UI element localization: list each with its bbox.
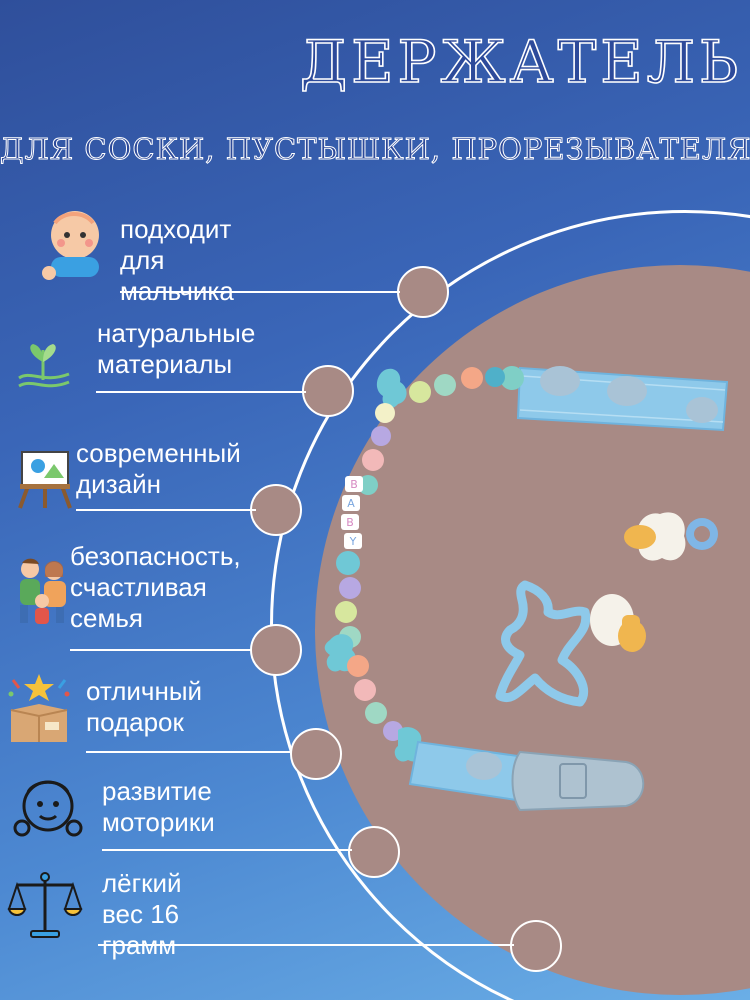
connector-line: [120, 291, 400, 293]
feature-text-line: семья: [70, 603, 143, 633]
connector-node-7: [510, 920, 562, 972]
snap-button: [607, 376, 647, 406]
gift-box-icon: [0, 670, 78, 748]
connector-node-6: [348, 826, 400, 878]
feature-text-line: дизайн: [76, 469, 161, 499]
page-title: ДЕРЖАТЕЛЬ: [299, 27, 743, 97]
snap-button: [686, 397, 718, 423]
connector-node-3: [250, 484, 302, 536]
pacifier-large: [495, 580, 646, 707]
connector-line: [102, 849, 352, 851]
bottom-ribbon: [408, 740, 645, 812]
feature-text-line: счастливая: [70, 572, 207, 602]
feature-text-line: моторики: [102, 807, 215, 837]
svg-text:B: B: [346, 516, 354, 529]
bead-chain: B A B Y: [324, 366, 524, 762]
connector-line: [98, 944, 514, 946]
page-subtitle: ДЛЯ СОСКИ, ПУСТЫШКИ, ПРОРЕЗЫВАТЕЛЯ: [0, 132, 750, 167]
connector-node-2: [302, 365, 354, 417]
connector-line: [96, 391, 306, 393]
child-face-icon: [8, 770, 86, 848]
connector-node-1: [397, 266, 449, 318]
feature-text-line: современный: [76, 438, 241, 468]
leaf-icon: [5, 327, 83, 405]
baby-icon: [32, 205, 110, 283]
feature-text-line: подходит для: [120, 214, 232, 275]
svg-text:Y: Y: [349, 535, 357, 548]
feature-text-line: безопасность,: [70, 541, 241, 571]
connector-node-4: [250, 624, 302, 676]
pacifier-small: [624, 512, 718, 561]
snap-button: [540, 366, 580, 396]
connector-node-5: [290, 728, 342, 780]
feature-text-line: отличный: [86, 676, 203, 706]
easel-icon: [6, 438, 84, 516]
feature-text-line: подарок: [86, 707, 184, 737]
clip: [511, 750, 645, 812]
feature-text-line: развитие: [102, 776, 212, 806]
feature-text-line: материалы: [97, 349, 233, 379]
feature-text-line: лёгкий вес 16: [102, 868, 182, 929]
connector-line: [86, 751, 292, 753]
top-ribbon: [516, 366, 729, 432]
feature-text-line: натуральные: [97, 318, 256, 348]
connector-line: [70, 649, 252, 651]
family-icon: [4, 552, 82, 630]
svg-text:A: A: [347, 497, 355, 510]
snap-button: [466, 752, 502, 780]
connector-line: [76, 509, 256, 511]
scales-icon: [6, 866, 84, 944]
svg-text:B: B: [350, 478, 358, 491]
